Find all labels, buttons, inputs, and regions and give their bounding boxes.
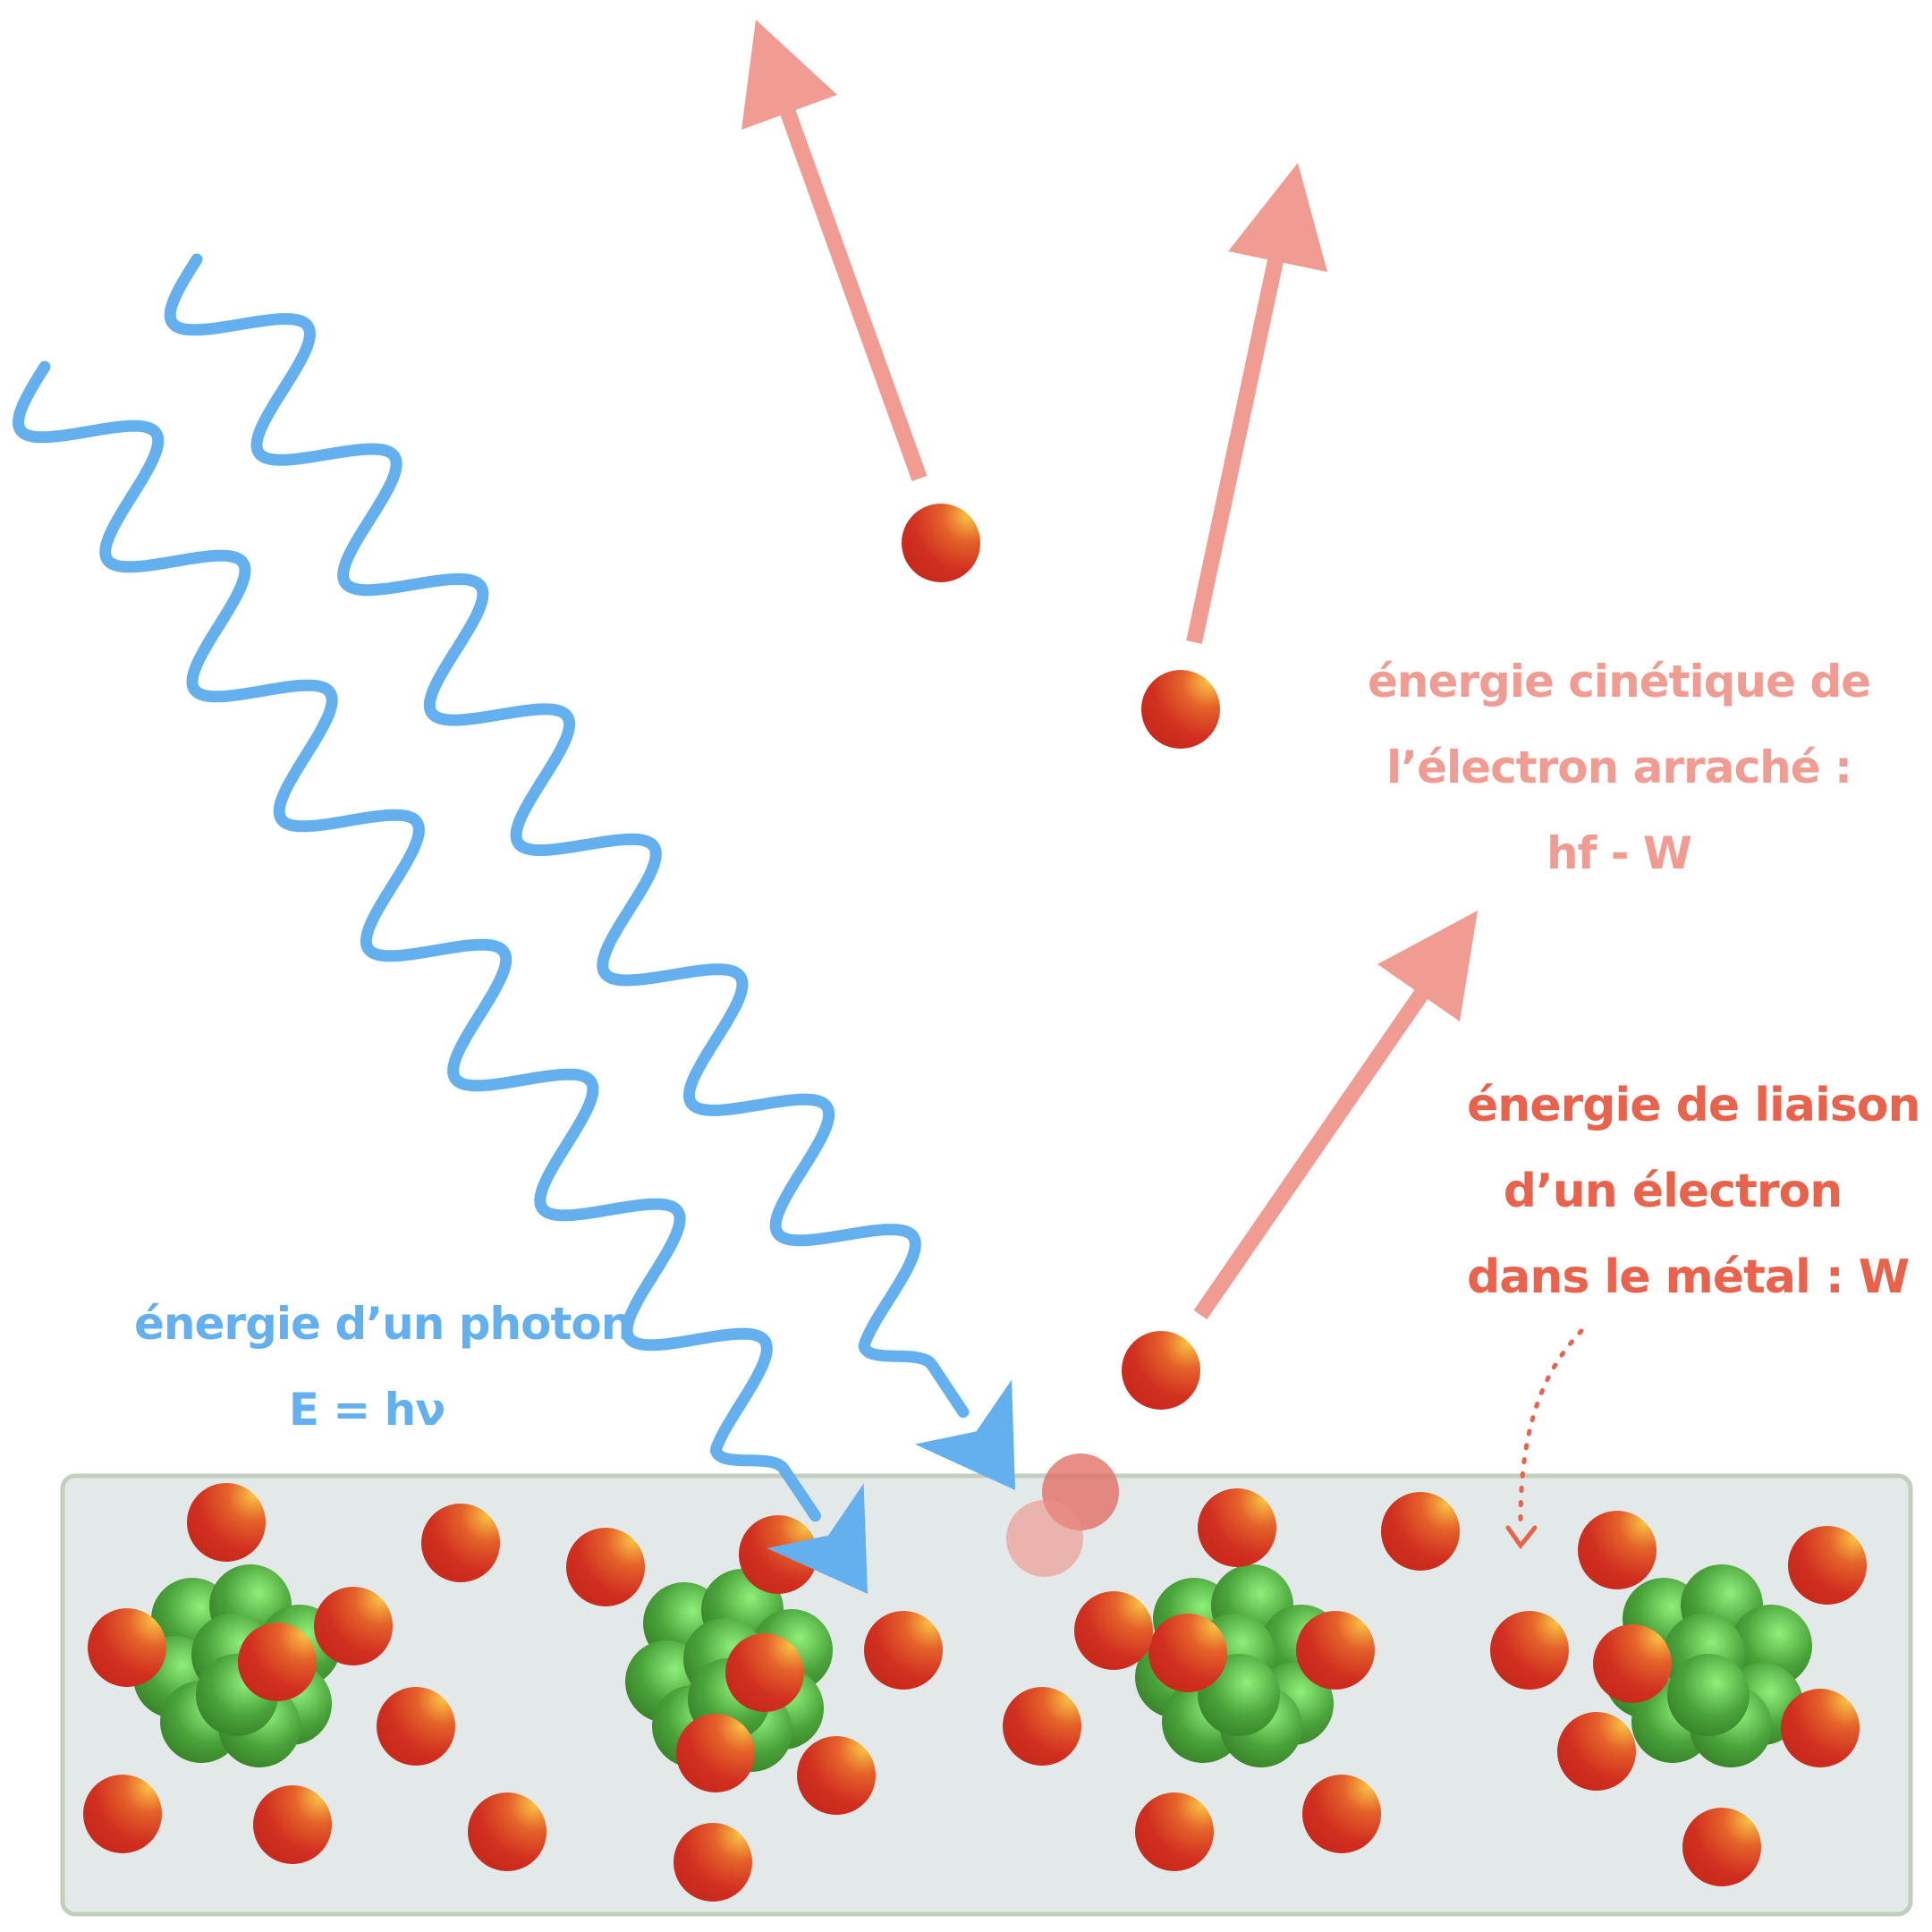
binding-pointer <box>1505 1328 1584 1550</box>
free-electron <box>1788 1526 1867 1605</box>
nuclei-group <box>133 1564 1812 1772</box>
photon-wave <box>164 253 970 1419</box>
binding-label-line1: énergie de liaison <box>1467 1079 1920 1132</box>
free-electron <box>1135 1792 1214 1871</box>
free-electron <box>1578 1511 1657 1589</box>
free-electron <box>468 1792 547 1871</box>
free-electron <box>1302 1775 1381 1853</box>
dotted-arrow <box>1518 1328 1584 1523</box>
free-electron <box>314 1587 393 1665</box>
free-electron <box>421 1504 500 1582</box>
photon-energy-label: énergie d’un photon E = hν <box>134 1281 632 1453</box>
free-electron <box>797 1736 876 1815</box>
bound-electron <box>725 1633 804 1712</box>
free-electron <box>253 1785 332 1864</box>
photon-label-line1: énergie d’un photon <box>134 1298 632 1350</box>
kinetic-label-line2: l’électron arraché : <box>1386 741 1852 793</box>
dotted-arrowhead <box>1505 1525 1538 1550</box>
free-electron <box>739 1515 818 1594</box>
electron-arrow-2 <box>1186 250 1285 644</box>
bound-electron <box>1148 1614 1227 1692</box>
free-electron <box>1381 1492 1460 1571</box>
ejected-electron <box>1122 1331 1200 1410</box>
free-electron <box>1003 1687 1081 1766</box>
arrowhead-1 <box>741 20 837 130</box>
photon-wave <box>13 360 821 1522</box>
photon-arrowhead <box>767 1483 868 1594</box>
nucleon <box>1667 1654 1750 1736</box>
electron-arrow-1 <box>775 97 928 482</box>
ghost-electron <box>1006 1500 1083 1577</box>
free-electron <box>1074 1591 1153 1670</box>
binding-energy-label: énergie de liaison d’un électron dans le… <box>1467 1063 1920 1320</box>
nucleus <box>625 1569 833 1772</box>
free-electron <box>1781 1689 1860 1767</box>
arrowhead-2 <box>1228 163 1327 272</box>
binding-label-line2: d’un électron <box>1503 1165 1843 1218</box>
ejected-electron <box>902 504 980 582</box>
free-electron <box>1682 1808 1761 1886</box>
free-electron <box>676 1714 755 1792</box>
arrowhead-3 <box>1377 911 1478 1021</box>
binding-label-line3: dans le métal : W <box>1467 1250 1910 1304</box>
electron-arrow-3 <box>1193 987 1429 1320</box>
free-electron <box>1557 1712 1636 1791</box>
nucleus <box>1593 1564 1812 1767</box>
free-electron <box>377 1687 455 1766</box>
kinetic-label-line1: énergie cinétique de <box>1367 656 1871 708</box>
free-electrons-group <box>83 1483 1867 1902</box>
bound-electron <box>1593 1624 1672 1703</box>
free-electron <box>864 1611 943 1690</box>
free-electron <box>83 1775 162 1853</box>
ejected-electron <box>1141 670 1220 749</box>
free-electron <box>1198 1488 1276 1567</box>
free-electron <box>674 1823 752 1902</box>
free-electron <box>566 1528 645 1606</box>
photon-waves <box>13 253 1015 1594</box>
free-electron <box>1296 1611 1375 1690</box>
free-electron <box>1490 1611 1569 1690</box>
photon-arrowhead <box>914 1379 1015 1490</box>
free-electron <box>88 1608 166 1687</box>
photon-label-line2: E = hν <box>288 1384 446 1436</box>
free-electron <box>187 1483 266 1562</box>
ejected-electron-arrows <box>741 20 1478 1320</box>
kinetic-label-line3: hf - W <box>1546 827 1692 879</box>
nucleus <box>133 1564 341 1767</box>
bound-electron <box>238 1623 317 1701</box>
kinetic-energy-label: énergie cinétique de l’électron arraché … <box>1360 639 1878 896</box>
